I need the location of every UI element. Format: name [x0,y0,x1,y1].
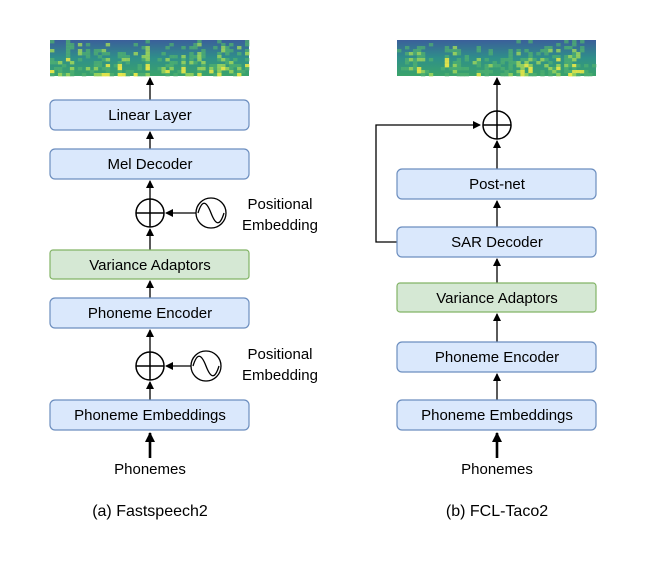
fastspeech2-diagram: Linear Layer Mel Decoder Positional Embe… [49,40,318,520]
phoneme-encoder-label-right: Phoneme Encoder [435,349,559,366]
sar-decoder-block: SAR Decoder [396,226,597,258]
variance-adaptors-label-right: Variance Adaptors [436,290,557,307]
linear-layer-block: Linear Layer [49,99,250,131]
caption-fcl-taco2: (b) FCL-Taco2 [446,503,548,520]
mel-decoder-label: Mel Decoder [107,156,192,173]
output-spectrogram-right [397,40,597,77]
sar-decoder-label: SAR Decoder [451,234,543,251]
post-net-label: Post-net [469,176,526,193]
input-phonemes-label-left: Phonemes [114,461,186,478]
phoneme-encoder-label-left: Phoneme Encoder [88,305,212,322]
positional-embedding-upper-line1: Positional [247,196,312,213]
positional-embedding-lower-line1: Positional [247,346,312,363]
sum-node-upper-left [135,198,165,228]
sine-wave-icon-upper [195,197,227,229]
variance-adaptors-block-left: Variance Adaptors [49,249,250,280]
caption-fastspeech2: (a) Fastspeech2 [92,503,208,520]
sum-node-right [482,110,512,140]
phoneme-embeddings-block-left: Phoneme Embeddings [49,399,250,431]
output-spectrogram-left [50,40,250,77]
input-phonemes-label-right: Phonemes [461,461,533,478]
post-net-block: Post-net [396,168,597,200]
variance-adaptors-block-right: Variance Adaptors [396,282,597,313]
phoneme-embeddings-block-right: Phoneme Embeddings [396,399,597,431]
linear-layer-label: Linear Layer [108,107,191,124]
fcl-taco2-diagram: Post-net SAR Decoder Variance Adaptors P… [375,40,597,520]
sum-node-lower-left [135,351,165,381]
mel-decoder-block: Mel Decoder [49,148,250,180]
variance-adaptors-label-left: Variance Adaptors [89,257,210,274]
phoneme-encoder-block-left: Phoneme Encoder [49,297,250,329]
sine-wave-icon-lower [190,350,222,382]
positional-embedding-upper-line2: Embedding [242,217,318,234]
positional-embedding-lower-line2: Embedding [242,367,318,384]
phoneme-embeddings-label-right: Phoneme Embeddings [421,407,573,424]
phoneme-embeddings-label-left: Phoneme Embeddings [74,407,226,424]
phoneme-encoder-block-right: Phoneme Encoder [396,341,597,373]
residual-connection-arrow [375,121,481,243]
